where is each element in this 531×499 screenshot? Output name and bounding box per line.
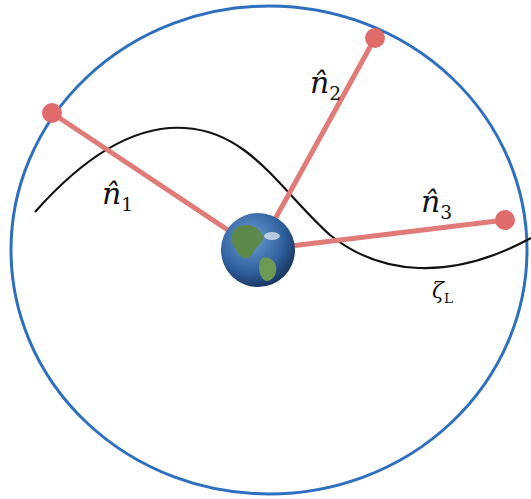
vector-label: n̂1: [102, 179, 133, 214]
direction-lines: [52, 38, 505, 250]
curve-label: ζL: [432, 280, 453, 305]
sky-circle: [11, 6, 527, 494]
vector-label: n̂2: [310, 68, 341, 103]
sky-dots: [42, 28, 515, 230]
vector-label: n̂3: [421, 187, 452, 222]
earth-globe: [221, 213, 295, 287]
